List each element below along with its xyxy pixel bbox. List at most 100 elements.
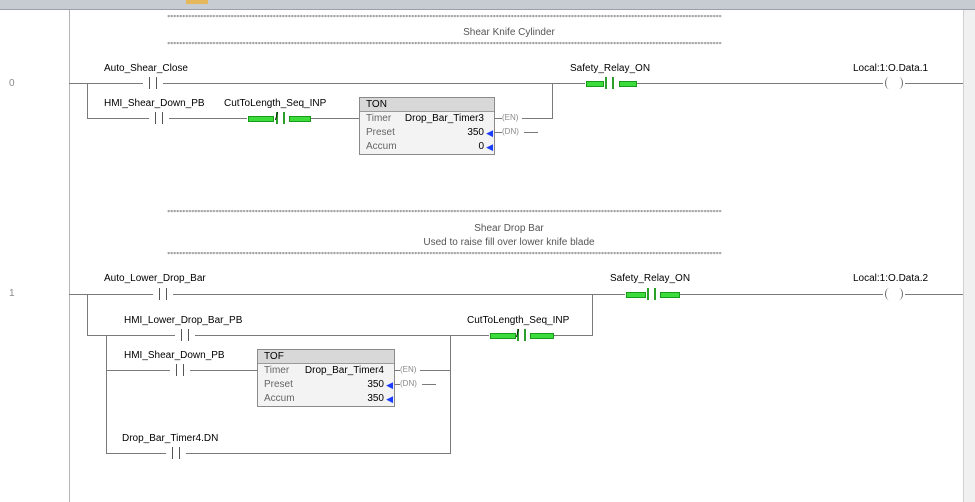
- branch-wire: [87, 118, 149, 119]
- xic-contact[interactable]: [166, 447, 186, 459]
- left-arrow-icon: ◀: [486, 128, 493, 138]
- rung-wire: [680, 294, 883, 295]
- branch-wire: [592, 294, 593, 336]
- energized-indicator: [289, 116, 311, 122]
- branch-wire: [87, 83, 88, 118]
- contact-tag-hmi-lower-drop-bar-pb[interactable]: HMI_Lower_Drop_Bar_PB: [124, 315, 243, 326]
- pin-wire: [422, 384, 436, 385]
- rung-number[interactable]: 1: [9, 288, 15, 299]
- timer-type: TON: [360, 98, 494, 112]
- coil-tag-local-1-o-data-1[interactable]: Local:1:O.Data.1: [853, 63, 929, 74]
- rung-comment[interactable]: Shear Drop Bar: [474, 223, 544, 234]
- rung-comment-border-bottom: ****************************************…: [167, 252, 722, 258]
- rung-wire: [69, 294, 153, 295]
- branch-wire: [522, 118, 552, 119]
- xio-contact[interactable]: /: [270, 111, 290, 124]
- rung-comment[interactable]: Shear Knife Cylinder: [463, 27, 555, 38]
- pin-wire: [394, 384, 400, 385]
- contact-tag-cuttolength-seq-inp[interactable]: CutToLength_Seq_INP: [224, 98, 327, 109]
- contact-tag-drop-bar-timer4-dn[interactable]: Drop_Bar_Timer4.DN: [122, 433, 219, 444]
- rung-number[interactable]: 0: [9, 78, 15, 89]
- branch-wire: [554, 335, 592, 336]
- branch-wire: [190, 370, 257, 371]
- preset-label: Preset: [366, 127, 395, 138]
- energized-indicator: [586, 81, 604, 87]
- contact-tag-auto-lower-drop-bar[interactable]: Auto_Lower_Drop_Bar: [104, 273, 206, 284]
- branch-wire: [195, 335, 489, 336]
- rung-wire: [905, 294, 963, 295]
- xio-contact[interactable]: /: [511, 328, 531, 341]
- energized-indicator: [530, 333, 554, 339]
- branch-wire: [87, 294, 88, 335]
- energized-indicator: [619, 81, 637, 87]
- branch-wire: [106, 370, 170, 371]
- branch-wire: [552, 83, 553, 119]
- pin-wire: [394, 370, 400, 371]
- dn-pin: (DN): [502, 127, 519, 136]
- contact-tag-cuttolength-seq-inp[interactable]: CutToLength_Seq_INP: [467, 315, 570, 326]
- xic-contact[interactable]: [170, 364, 190, 376]
- timer-type: TOF: [258, 350, 394, 364]
- energized-indicator: [490, 333, 516, 339]
- energized-indicator: [660, 292, 680, 298]
- xic-contact-safety-relay[interactable]: [641, 288, 661, 300]
- accum-label: Accum: [366, 141, 397, 152]
- timer-tag[interactable]: Drop_Bar_Timer3: [404, 113, 484, 124]
- branch-wire: [186, 453, 450, 454]
- rung-wire: [69, 83, 143, 84]
- preset-value[interactable]: 350: [367, 379, 384, 390]
- rung-wire: [163, 83, 585, 84]
- preset-label: Preset: [264, 379, 293, 390]
- left-arrow-icon: ◀: [386, 394, 393, 404]
- contact-tag-hmi-shear-down-pb[interactable]: HMI_Shear_Down_PB: [124, 350, 225, 361]
- contact-tag-auto-shear-close[interactable]: Auto_Shear_Close: [104, 63, 188, 74]
- branch-wire: [87, 335, 175, 336]
- xic-contact[interactable]: [175, 329, 195, 341]
- energized-indicator: [248, 116, 274, 122]
- ote-coil[interactable]: [883, 77, 905, 89]
- rung-comment-border-bottom: ****************************************…: [167, 42, 722, 48]
- timer-tag[interactable]: Drop_Bar_Timer4: [304, 365, 384, 376]
- branch-wire: [311, 118, 359, 119]
- pin-wire: [494, 132, 502, 133]
- contact-tag-safety-relay-on[interactable]: Safety_Relay_ON: [570, 63, 651, 74]
- energized-indicator: [626, 292, 646, 298]
- rung-comment-line-2[interactable]: Used to raise fill over lower knife blad…: [423, 237, 595, 248]
- rung-wire: [905, 83, 963, 84]
- tof-timer-block[interactable]: TOF Timer Drop_Bar_Timer4 Preset 350◀ Accu…: [257, 349, 395, 407]
- pin-wire: [494, 118, 502, 119]
- rung-wire: [637, 83, 883, 84]
- pin-wire: [524, 132, 538, 133]
- timer-label: Timer: [366, 113, 392, 124]
- timer-label: Timer: [264, 365, 290, 376]
- xic-contact[interactable]: [149, 112, 169, 124]
- preset-value[interactable]: 350: [467, 127, 484, 138]
- rung-comment-border-top: ****************************************…: [167, 15, 722, 21]
- xic-contact-safety-relay[interactable]: [599, 77, 619, 89]
- xic-contact[interactable]: [153, 288, 173, 300]
- branch-wire: [169, 118, 247, 119]
- ote-coil[interactable]: [883, 288, 905, 300]
- accum-label: Accum: [264, 393, 295, 404]
- contact-tag-safety-relay-on[interactable]: Safety_Relay_ON: [610, 273, 691, 284]
- contact-tag-hmi-shear-down-pb[interactable]: HMI_Shear_Down_PB: [104, 98, 205, 109]
- branch-wire: [420, 370, 450, 371]
- ton-timer-block[interactable]: TON Timer Drop_Bar_Timer3 Preset 350◀ Accu…: [359, 97, 495, 155]
- rung-comment-border-top: ****************************************…: [167, 210, 722, 216]
- vertical-scrollbar[interactable]: [963, 10, 975, 502]
- accum-value[interactable]: 350: [367, 393, 384, 404]
- en-pin: (EN): [502, 113, 519, 122]
- accum-value[interactable]: 0: [478, 141, 484, 152]
- dn-pin: (DN): [400, 379, 417, 388]
- en-pin: (EN): [400, 365, 417, 374]
- rung-number-gutter: [0, 10, 70, 502]
- window-top-strip: [0, 0, 975, 10]
- left-arrow-icon: ◀: [386, 380, 393, 390]
- xic-contact[interactable]: [143, 77, 163, 89]
- branch-wire: [450, 335, 451, 454]
- rung-wire: [173, 294, 625, 295]
- tab-marker: [186, 0, 208, 4]
- branch-wire: [106, 335, 107, 453]
- branch-wire: [106, 453, 166, 454]
- coil-tag-local-1-o-data-2[interactable]: Local:1:O.Data.2: [853, 273, 929, 284]
